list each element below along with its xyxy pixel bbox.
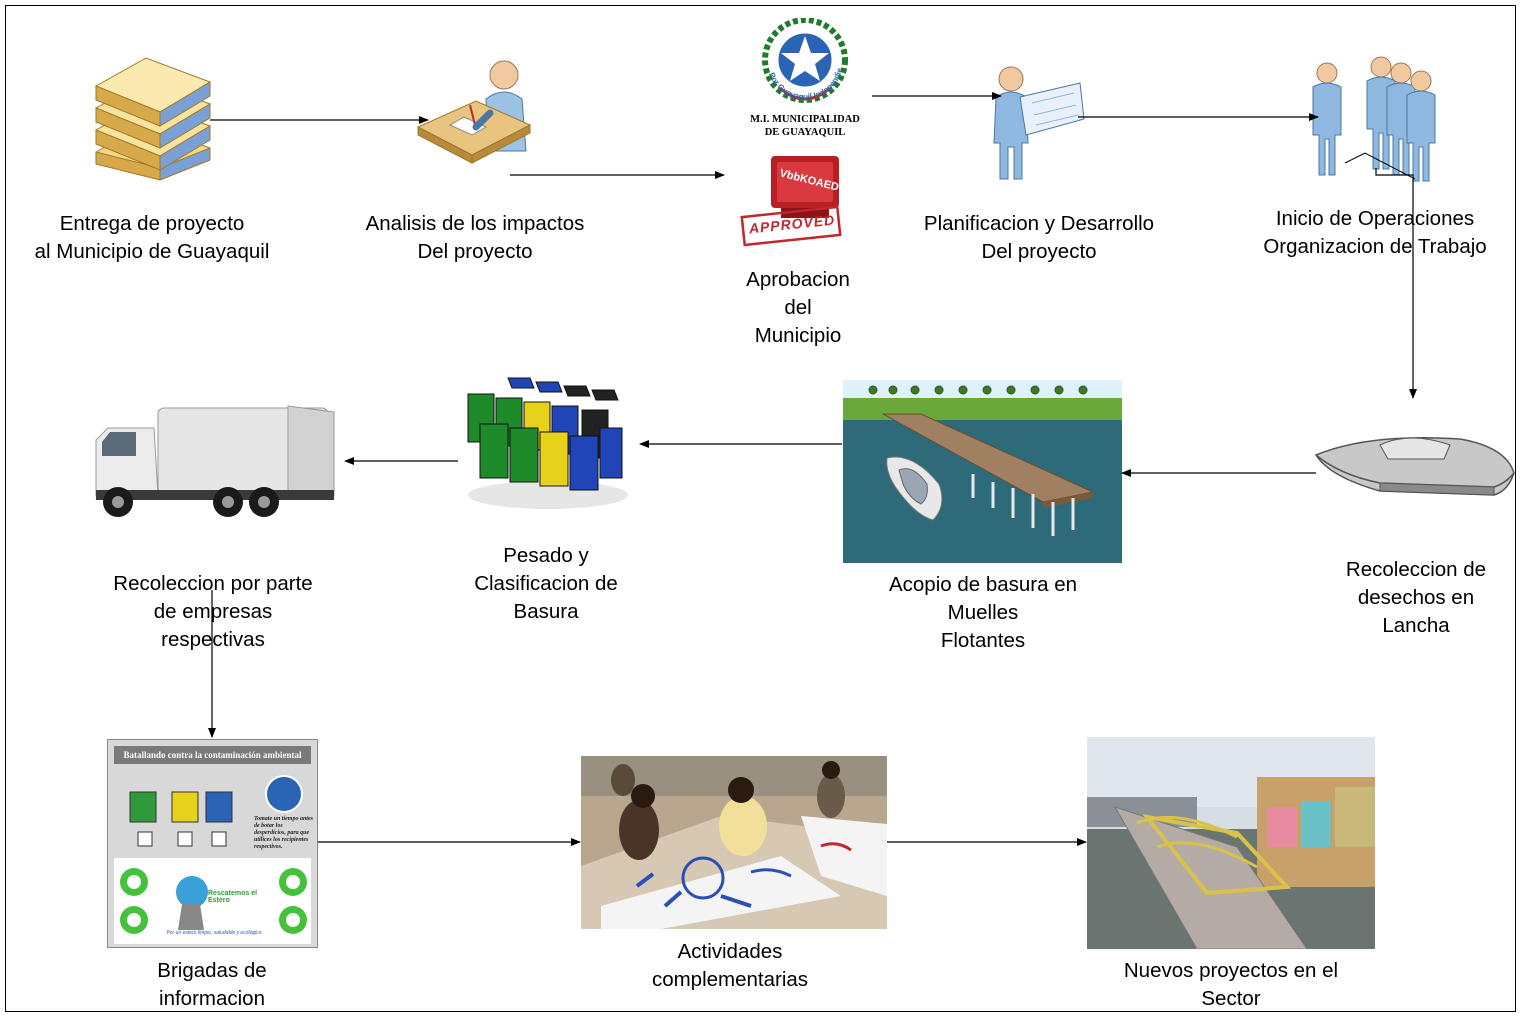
diagram-frame — [5, 5, 1516, 1012]
label-acopio: Acopio de basura en Muelles Flotantes — [888, 573, 1078, 652]
team-icon — [1312, 56, 1436, 182]
documents-icon — [94, 57, 212, 181]
poster-brand: Rescatemos el Estero — [208, 890, 258, 904]
label-actividades: Actividades complementarias — [651, 940, 809, 991]
seal-line1: M.I. MUNICIPALIDAD — [750, 114, 860, 125]
children-photo — [581, 756, 887, 929]
poster-footer: Por un estero limpio, saludable y ecológ… — [166, 930, 262, 936]
label-entrega: Entrega de proyecto al Municipio de Guay… — [34, 212, 270, 263]
poster-icon: Batallando contra la contaminación ambie… — [107, 739, 318, 948]
engineer-icon — [993, 66, 1085, 180]
approved-stamp-icon: VbbKOAED APPROVED — [735, 152, 865, 247]
label-brigadas: Brigadas de informacion — [157, 959, 267, 1010]
label-nuevos: Nuevos proyectos en el Sector — [1123, 959, 1339, 1010]
label-aprobacion: Aprobacion del Municipio — [746, 268, 850, 347]
arrow-inicio-lancha — [1375, 168, 1417, 399]
bins-icon — [467, 377, 628, 509]
boat-icon — [1314, 436, 1515, 496]
poster-note: Tomate un tiempo antes de botar los desp… — [254, 816, 313, 850]
truck-icon — [95, 405, 335, 517]
analyst-icon — [416, 60, 532, 164]
label-recoleccion-empresas: Recoleccion por parte de empresas respec… — [113, 572, 313, 651]
seal-icon: Por Guayaquil Independiente M.I. MUNICIP… — [740, 18, 870, 143]
dock-icon — [843, 380, 1122, 563]
label-inicio: Inicio de Operaciones Organizacion de Tr… — [1263, 207, 1487, 258]
label-planificacion: Planificacion y Desarrollo Del proyecto — [923, 212, 1155, 263]
poster-title: Batallando contra la contaminación ambie… — [114, 746, 311, 764]
label-pesado: Pesado y Clasificacion de Basura — [474, 544, 618, 623]
seal-line2: DE GUAYAQUIL — [764, 127, 846, 138]
waterfront-photo — [1087, 737, 1375, 949]
label-lancha: Recoleccion de desechos en Lancha — [1345, 558, 1487, 637]
label-analisis: Analisis de los impactos Del proyecto — [365, 212, 585, 263]
